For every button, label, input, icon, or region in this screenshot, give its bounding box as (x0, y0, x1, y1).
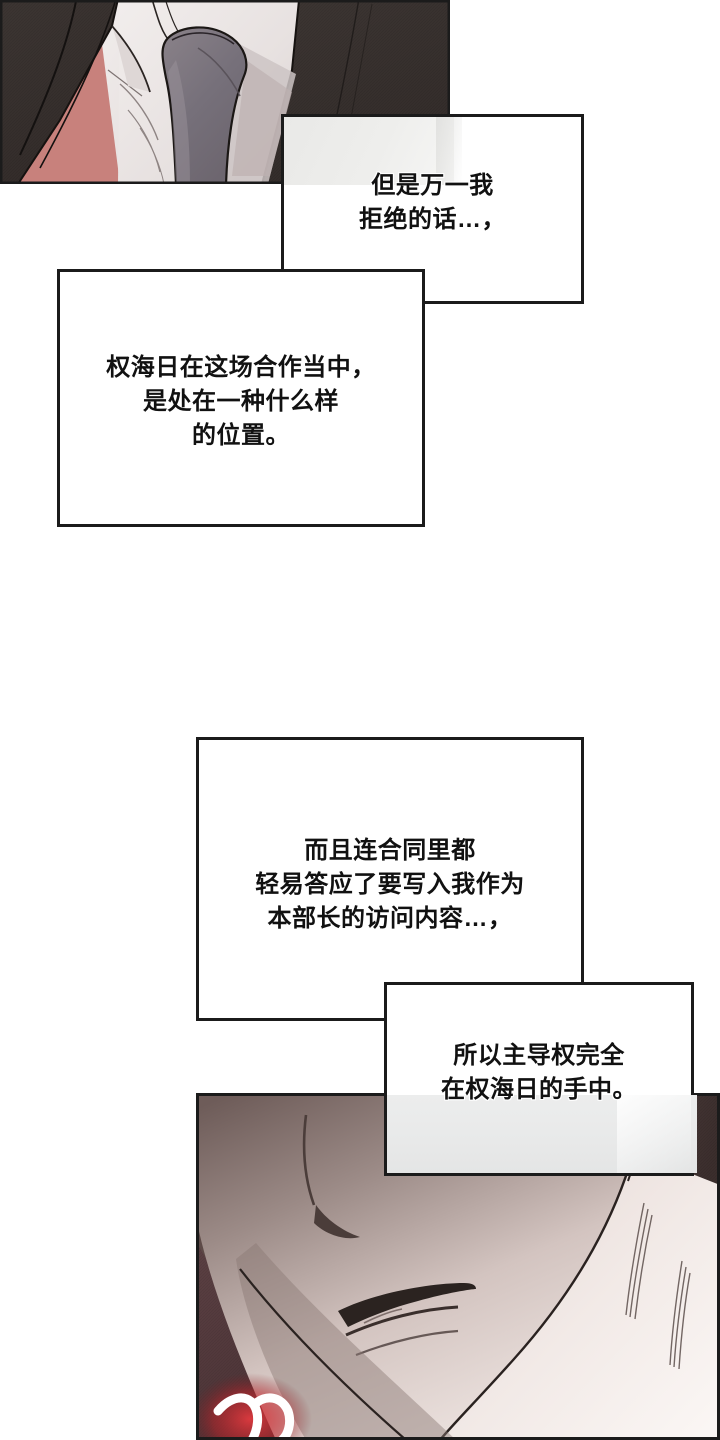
bubble-2-text: 权海日在这场合作当中， 是处在一种什么样 的位置。 (106, 353, 376, 450)
bubble-1-text: 但是万一我 拒绝的话…， (359, 171, 506, 233)
bubble-3-text: 而且连合同里都 轻易答应了要写入我作为 本部长的访问内容…， (255, 836, 525, 933)
bubble-4-text: 所以主导权完全 在权海日的手中。 (441, 1041, 637, 1103)
speech-bubble-2: 权海日在这场合作当中， 是处在一种什么样 的位置。 (57, 269, 425, 527)
speech-bubble-3: 而且连合同里都 轻易答应了要写入我作为 本部长的访问内容…， (196, 737, 584, 1021)
bubble-merge-notch-bottom (387, 986, 581, 1022)
suit-closeup-artwork (0, 0, 450, 184)
face-closeup-artwork (196, 1093, 720, 1440)
panel-suit-closeup (0, 0, 450, 184)
glow-squiggle (196, 1373, 312, 1440)
bubble-merge-notch-top (284, 272, 422, 306)
